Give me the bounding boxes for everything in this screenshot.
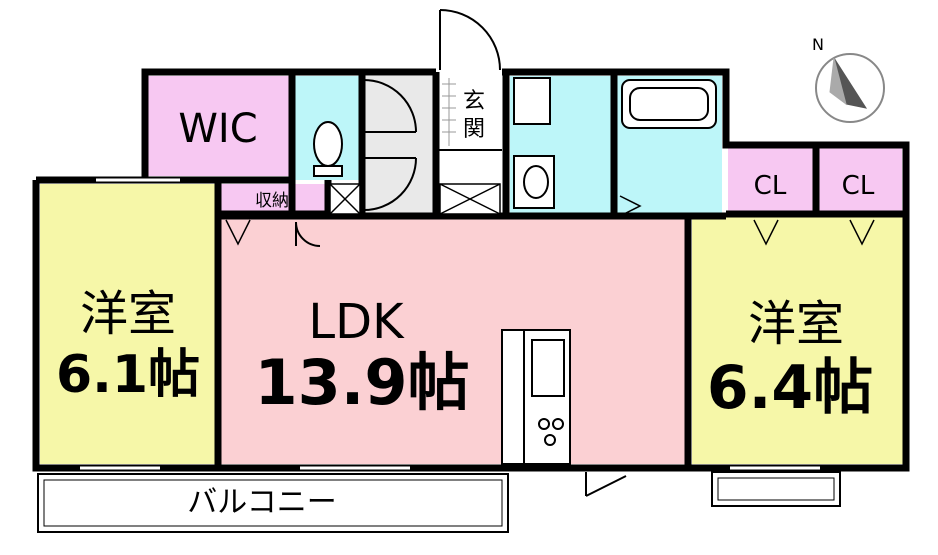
bay-window <box>711 471 841 507</box>
balcony <box>37 473 509 533</box>
ldk-size: 13.9帖 <box>255 346 470 419</box>
entrance-label-2: 関 <box>463 117 485 142</box>
walls <box>32 68 910 472</box>
kitchen-counter <box>501 329 571 465</box>
wic-label: WIC <box>178 106 257 152</box>
doors <box>295 9 627 497</box>
western-room-left <box>40 184 218 464</box>
north-label: N <box>812 35 824 54</box>
storage-label: 収納 <box>255 191 289 211</box>
closet-right-label: CL <box>842 171 875 201</box>
western-left-size: 6.1帖 <box>56 345 200 405</box>
western-left-name: 洋室 <box>80 286 176 342</box>
bathtub-icon <box>621 79 717 129</box>
western-right-name: 洋室 <box>748 296 844 352</box>
washbasin-icon <box>513 77 555 209</box>
window-lines <box>80 177 820 471</box>
balcony-label: バルコニー <box>187 485 336 520</box>
closet-door-marks <box>225 195 875 246</box>
bay-window-inner <box>717 477 835 501</box>
corridor <box>362 76 436 218</box>
ldk-name: LDK <box>308 294 405 350</box>
storage-room <box>220 184 326 214</box>
closet-left-label: CL <box>754 171 787 201</box>
western-room-right <box>692 216 904 464</box>
closet-right-room <box>818 148 902 212</box>
compass-icon <box>815 53 885 123</box>
window-marks <box>80 178 820 470</box>
western-right-size: 6.4帖 <box>707 353 873 423</box>
closet-left-room <box>728 148 814 212</box>
wic-room <box>148 76 290 176</box>
ldk-room <box>220 216 688 464</box>
entrance-tiles <box>442 78 456 146</box>
entrance-label-1: 玄 <box>463 89 485 114</box>
balcony-inner <box>43 479 503 527</box>
toilet-icon <box>313 121 343 177</box>
